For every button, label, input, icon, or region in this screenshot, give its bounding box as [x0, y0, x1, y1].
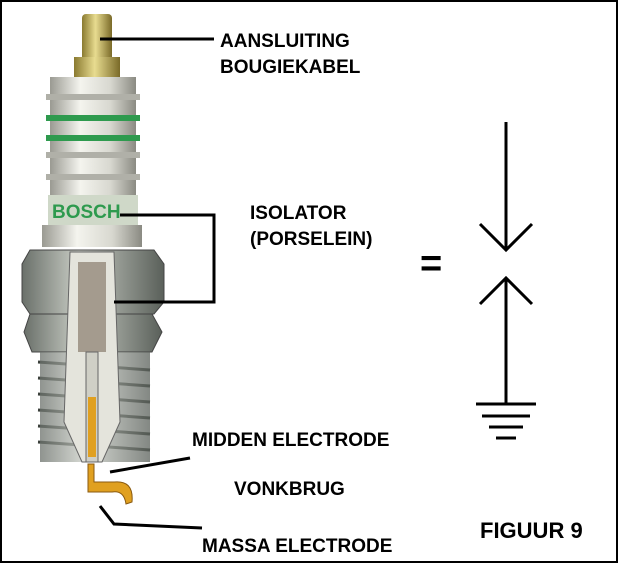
ground-electrode	[87, 463, 133, 505]
connection-label-line1: AANSLUITING	[220, 31, 350, 52]
insulator-leader	[114, 213, 216, 304]
bosch-logo: BOSCH	[52, 202, 121, 223]
green-ring	[46, 115, 140, 121]
arrow-down-icon	[478, 222, 534, 253]
arrow-up-icon	[478, 275, 534, 306]
green-ring	[46, 135, 140, 141]
spark-gap-symbol	[476, 122, 536, 440]
insulator-label-line1: ISOLATOR	[250, 203, 347, 224]
center-electrode-leader	[109, 456, 191, 474]
insulator-label-line2: (PORSELEIN)	[250, 229, 373, 250]
insulator-label: ISOLATOR (PORSELEIN)	[250, 201, 372, 253]
spark-plug: BOSCH	[21, 14, 165, 505]
equals-sign: =	[420, 243, 443, 285]
center-electrode-label: MIDDEN ELECTRODE	[192, 430, 390, 451]
spark-gap-label: VONKBRUG	[234, 479, 345, 500]
figure-caption: FIGUUR 9	[480, 518, 583, 543]
ground-symbol-icon	[476, 402, 536, 440]
ground-electrode-label: MASSA ELECTRODE	[202, 536, 393, 557]
ground-electrode-leader	[98, 505, 203, 530]
leader-lines	[98, 37, 216, 530]
terminal-nut	[82, 14, 112, 62]
connection-label-line2: BOUGIEKABEL	[220, 57, 361, 78]
connection-label: AANSLUITING BOUGIEKABEL	[220, 29, 360, 81]
center-electrode-core	[88, 397, 96, 457]
